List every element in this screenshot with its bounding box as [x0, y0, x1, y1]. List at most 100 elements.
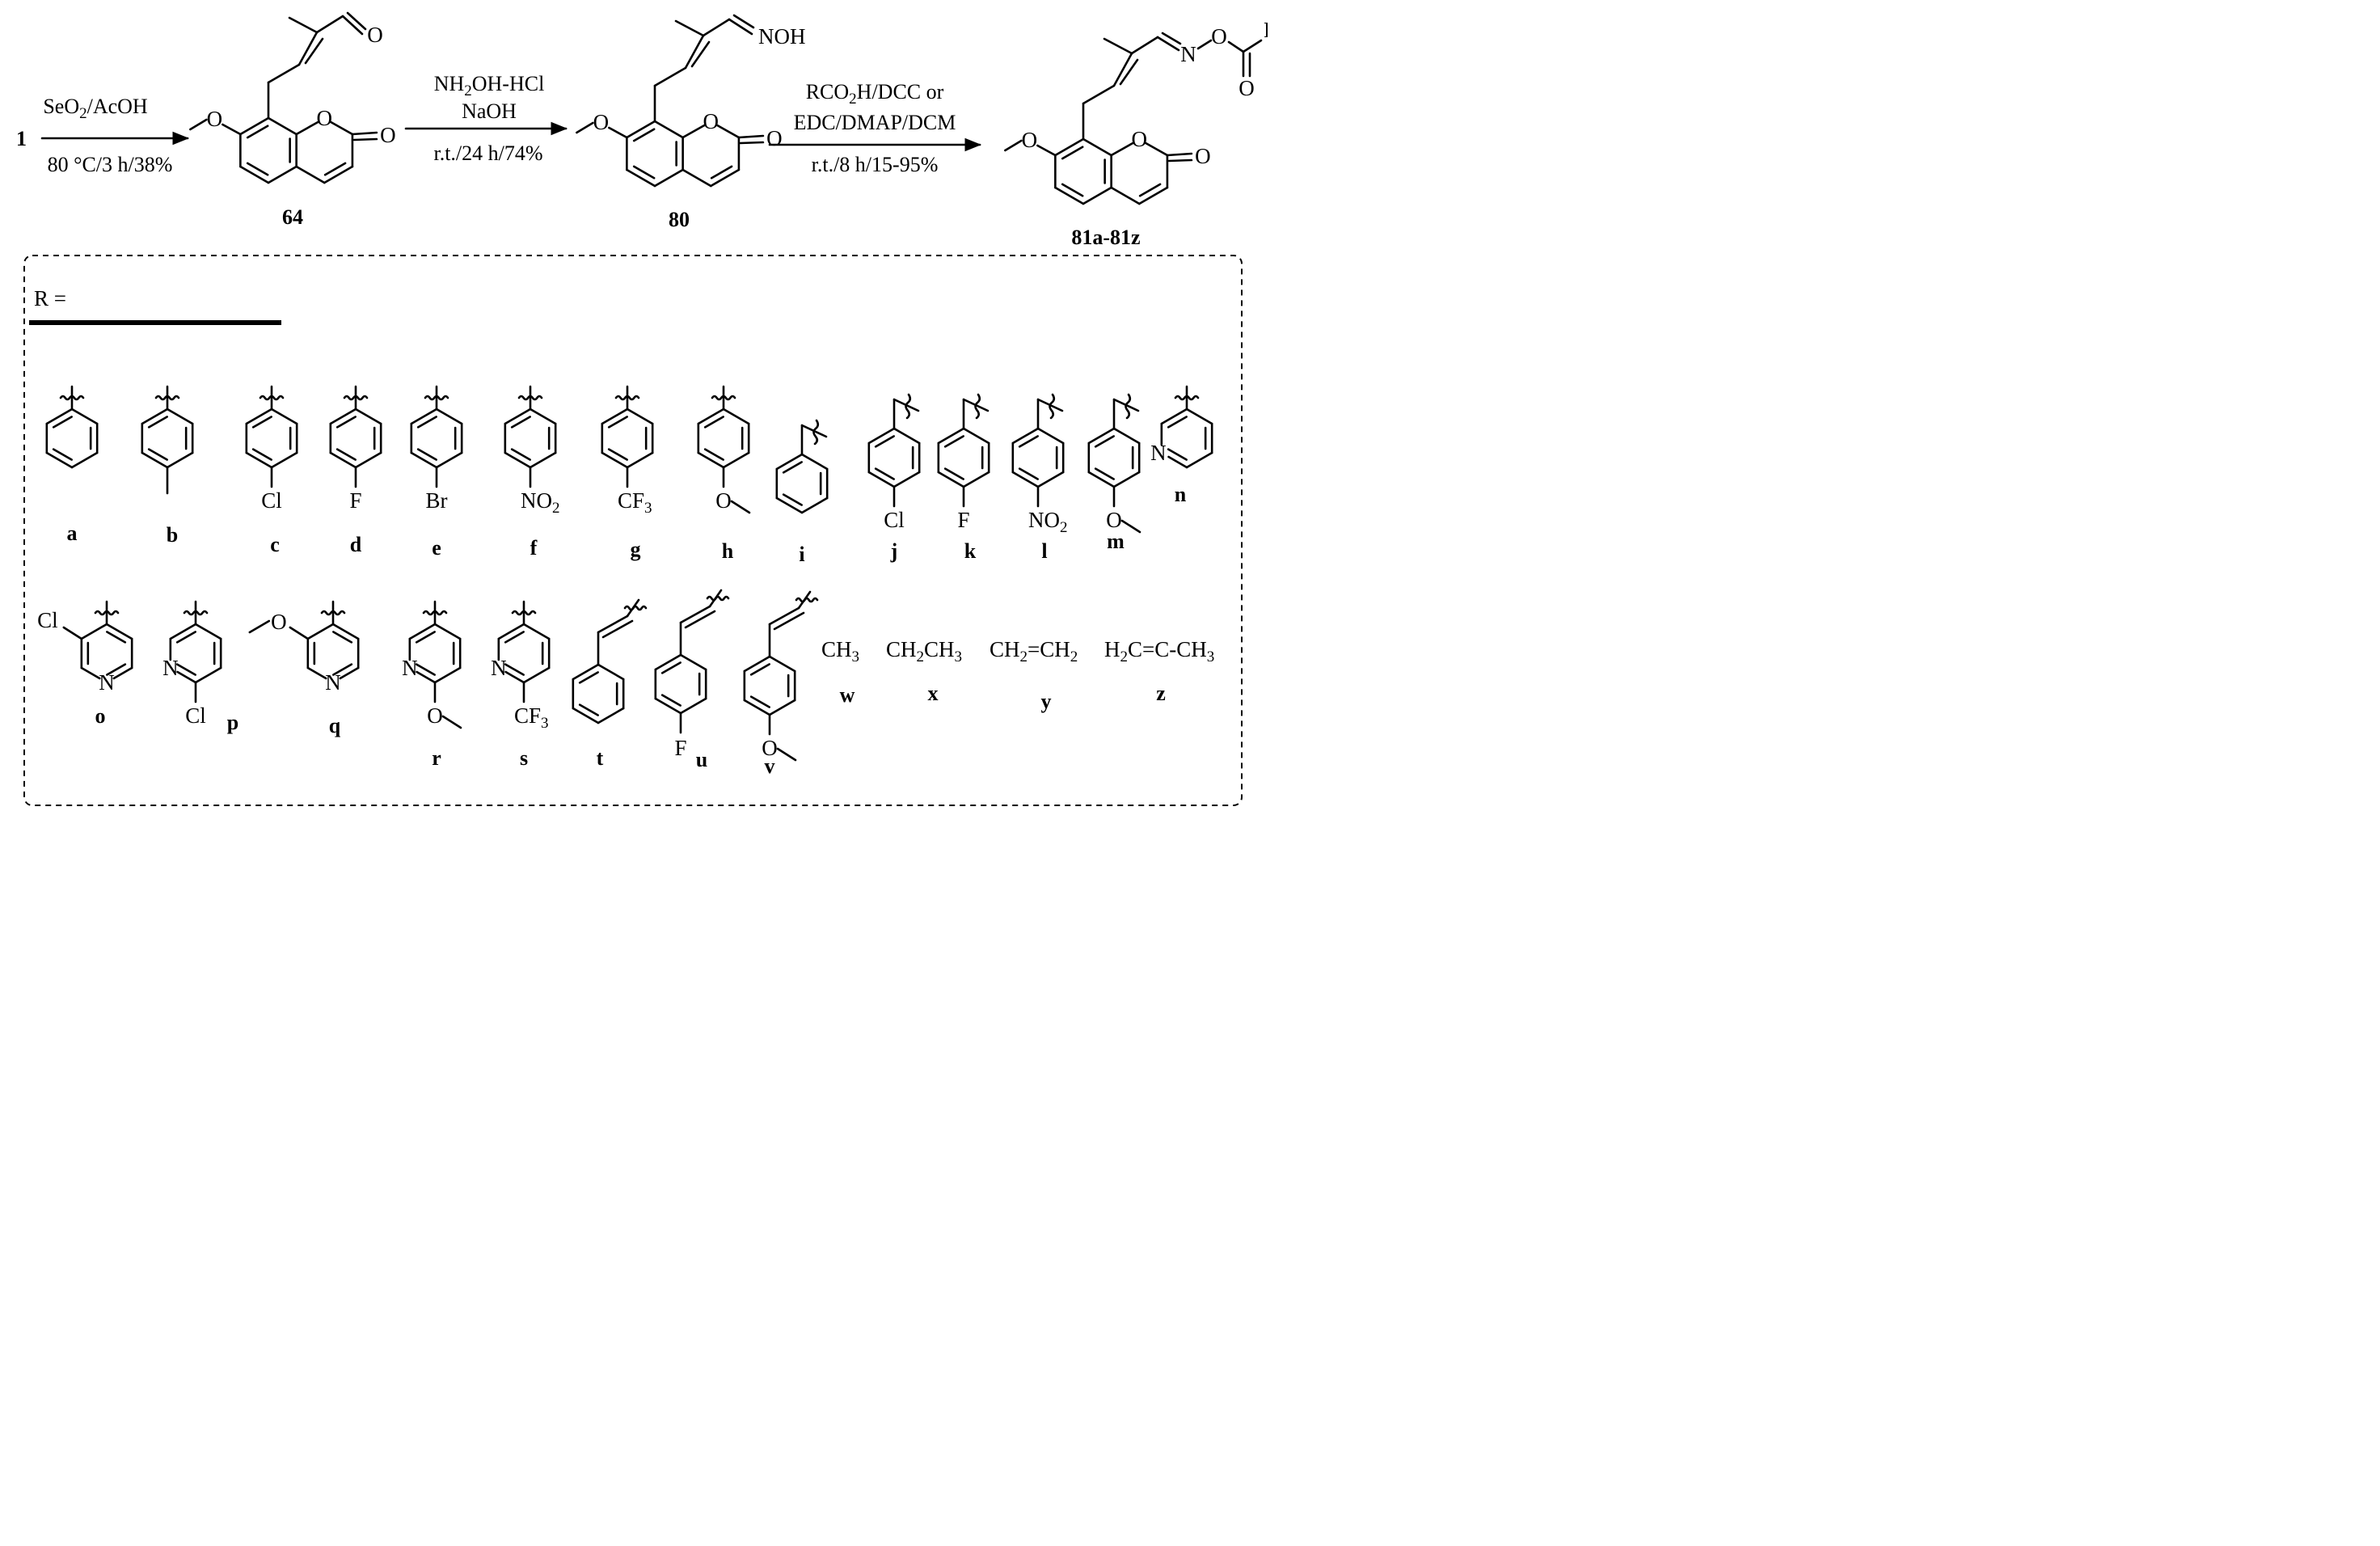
r-group-letter-y: y — [1041, 690, 1052, 713]
chain-bond — [267, 63, 301, 84]
aryl-ring-bond — [45, 408, 74, 425]
aryl-ring-bond — [1087, 427, 1116, 445]
pyridine-ring-double-bond — [1167, 448, 1188, 461]
r-group-header: R = — [34, 286, 66, 310]
aryl-ring-bond — [435, 451, 463, 469]
r-group-letter-x: x — [928, 682, 939, 705]
aryl-ring-bond — [410, 408, 438, 425]
methyl-label: CH3 — [821, 637, 859, 665]
aryl-ring-double-bond — [510, 416, 531, 429]
pyridine-ring-double-bond — [332, 663, 353, 676]
r-group-letter-s: s — [520, 746, 528, 770]
coumarin-pyranone-bond — [1110, 186, 1141, 205]
methoxy-bond — [1036, 144, 1057, 157]
vinyl-bond — [768, 606, 800, 626]
pyridine-ring-heteroatom: N — [162, 656, 179, 680]
aryl-ring-double-bond — [782, 493, 803, 506]
compound-81-label: 81a-81z — [1071, 226, 1140, 249]
coumarin-pyranone-bond — [682, 124, 706, 139]
aryl-ring-bond — [245, 451, 273, 469]
chain-double-bond — [304, 37, 324, 65]
pyridine-ring-bond — [112, 666, 133, 680]
aryl-ring-bond — [270, 451, 298, 469]
r-group-e: Br — [410, 385, 463, 513]
aryl-ring-bond — [70, 451, 99, 469]
chain-bond — [653, 66, 687, 87]
pyridine-ring-bond — [80, 666, 101, 680]
r-group-letter-n: n — [1175, 483, 1187, 506]
r-group-letter-b: b — [167, 523, 178, 547]
coumarin-benzo-bond — [239, 116, 270, 136]
aryl-ring-double-bond — [1018, 467, 1039, 480]
substituent-label: Br — [426, 488, 448, 513]
chain-bond — [1082, 84, 1116, 105]
compound-81-structure: OOONOOR — [1004, 18, 1268, 205]
chain-methyl-bond — [288, 16, 319, 34]
wavy-bond-icon — [1125, 393, 1132, 420]
aryl-ring-double-bond — [147, 448, 168, 461]
aryl-ring-bond — [937, 471, 965, 488]
aryl-ring-bond — [722, 408, 750, 425]
r-group-letter-t: t — [597, 746, 604, 770]
pyridine-ring-bond — [522, 623, 551, 640]
wavy-bond-icon — [905, 393, 912, 420]
r-group-f: NO2 — [504, 385, 560, 517]
wavy-bond-icon — [259, 395, 285, 401]
pyridine-ring-bond — [194, 623, 222, 640]
aryl-ring-double-bond — [510, 448, 531, 461]
pyridine-ring-bond — [522, 666, 551, 684]
substituent-label: CF3 — [618, 488, 652, 517]
aryl-ring-bond — [743, 699, 771, 716]
chain-bond — [684, 34, 705, 70]
aryl-ring-bond — [70, 408, 99, 425]
wavy-bond-icon — [320, 610, 346, 616]
aryl-ring-bond — [697, 408, 725, 425]
aryl-ring-bond — [410, 451, 438, 469]
pyridine-ring-heteroatom: N — [491, 656, 507, 680]
compound-64-label: 64 — [282, 205, 303, 229]
r-group-q: NO — [248, 600, 360, 695]
pyridine-ring-bond — [408, 623, 437, 640]
aryl-ring-bond — [626, 451, 654, 469]
step2-reagents-2: NaOH — [462, 99, 517, 123]
r-group-l: NO2 — [1011, 393, 1068, 536]
methoxy-methyl-bond — [248, 619, 271, 634]
chain-bond — [298, 31, 319, 66]
wavy-bond-icon — [343, 395, 369, 401]
aryl-ring-bond — [529, 408, 557, 425]
aryl-ring-bond — [45, 451, 74, 469]
r-group-letter-e: e — [432, 536, 441, 560]
pyridine-ring-double-bond — [504, 631, 525, 644]
r-group-r: NO — [402, 600, 462, 729]
coumarin-pyranone-double-bond — [323, 162, 347, 176]
r-group-letter-k: k — [964, 539, 977, 563]
r-group-letter-l: l — [1041, 539, 1047, 563]
carbonyl-bond — [351, 131, 378, 136]
carbonyl-oxygen: O — [766, 126, 783, 150]
pyridine-ring-double-bond — [106, 663, 127, 676]
chain-methyl-bond — [674, 19, 705, 37]
oxime-bond — [728, 18, 753, 36]
coumarin-benzo-bond — [1082, 186, 1112, 205]
r-group-letter-f: f — [530, 536, 538, 560]
aryl-ring-bond — [626, 408, 654, 425]
pyridine-ring-double-bond — [106, 631, 127, 644]
pyridine-ring-heteroatom: N — [402, 656, 418, 680]
oxime-nitrogen: N — [1180, 42, 1196, 66]
wavy-bond-icon — [154, 395, 180, 401]
substituent-label: F — [957, 508, 969, 532]
pyridine-ring-double-bond — [175, 663, 196, 676]
methoxy-oxygen: O — [1106, 508, 1122, 532]
aryl-ring-bond — [768, 699, 796, 716]
pyridine-ring-bond — [1185, 408, 1213, 425]
r-group-letter-d: d — [350, 533, 362, 556]
aryl-ring-double-bond — [1018, 435, 1039, 448]
ring-oxygen: O — [703, 109, 719, 133]
chloro-label: Cl — [37, 608, 58, 632]
pyridine-ring-bond — [433, 666, 462, 684]
coumarin-pyranone-bond — [1137, 186, 1169, 205]
aryl-ring-bond — [775, 496, 804, 514]
aryl-ring-double-bond — [335, 448, 357, 461]
